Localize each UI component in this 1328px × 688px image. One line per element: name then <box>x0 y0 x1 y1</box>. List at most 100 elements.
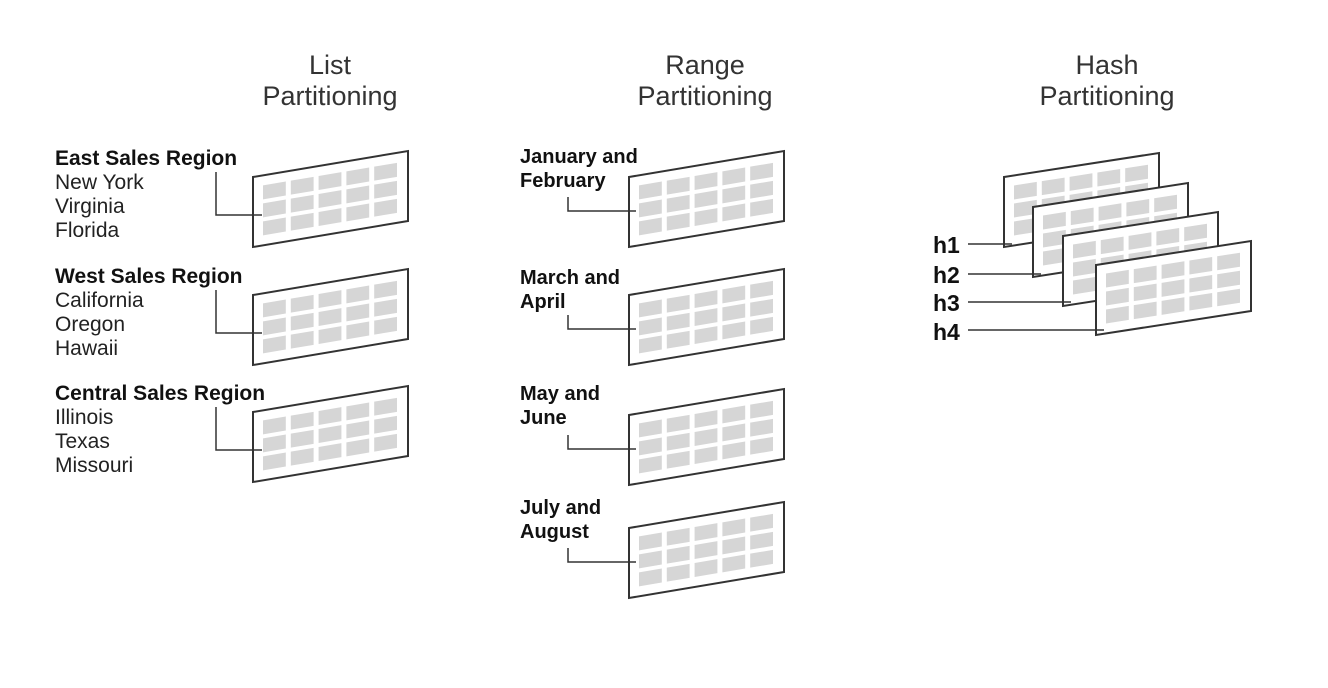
slab-cell <box>666 450 690 469</box>
range-group-may-jun: May and June <box>520 382 600 430</box>
slab-cell <box>722 203 746 222</box>
slab-cell <box>750 418 773 437</box>
list-connector <box>215 290 262 334</box>
slab-cell <box>750 400 773 419</box>
slab-cell <box>1073 240 1096 259</box>
slab-cell <box>694 172 718 190</box>
slab-cell <box>639 335 662 354</box>
slab-cell <box>1161 261 1185 279</box>
slab-cell <box>639 419 662 438</box>
slab-cell <box>666 312 690 331</box>
slab-cell <box>1189 275 1213 293</box>
list-group-heading: West Sales Region <box>55 265 243 288</box>
slab-cell <box>639 455 662 474</box>
slab-cell <box>722 285 746 304</box>
slab-cell <box>374 280 397 299</box>
slab-cell <box>1156 228 1180 246</box>
slab-cell <box>263 181 286 200</box>
slab-cell <box>1014 199 1037 218</box>
range-title-line1: Range <box>665 50 745 80</box>
slab-cell <box>694 523 718 541</box>
slab-cell <box>722 441 746 460</box>
slab-cell <box>694 326 718 344</box>
list-partitioning-title: List Partitioning <box>200 50 460 112</box>
slab-cell <box>750 298 773 317</box>
slab-cell <box>263 299 286 318</box>
list-connector <box>215 172 262 216</box>
slab-cell <box>750 513 773 532</box>
slab-cell <box>1106 269 1129 288</box>
slab-cell <box>318 290 342 308</box>
slab-cell <box>346 167 370 186</box>
list-group-item: New York <box>55 171 144 194</box>
slab-cell <box>694 208 718 226</box>
slab-cell <box>750 280 773 299</box>
slab-cell <box>1133 265 1157 284</box>
slab-cell <box>639 299 662 318</box>
slab-cell <box>1043 211 1066 230</box>
slab-cell <box>750 180 773 199</box>
slab-cell <box>318 443 342 461</box>
slab-cell <box>374 316 397 335</box>
slab-cell <box>722 167 746 186</box>
slab-cell <box>722 554 746 573</box>
range-title-line2: Partitioning <box>637 81 773 111</box>
range-label-line1: July and <box>520 497 602 519</box>
range-label-line2: August <box>520 521 589 543</box>
slab-cell <box>374 180 397 199</box>
slab-cell <box>694 446 718 464</box>
slab-cell <box>346 438 370 457</box>
slab-cell <box>666 176 690 195</box>
list-group-item: Missouri <box>55 454 134 477</box>
list-group-heading: Central Sales Region <box>55 382 266 405</box>
slab-cell <box>290 212 314 231</box>
list-group-item: Florida <box>55 219 120 242</box>
slab-cell <box>722 185 746 204</box>
slab-cell <box>1217 270 1240 289</box>
slab-cell <box>1100 236 1124 255</box>
slab-cell <box>374 397 397 416</box>
slab-cell <box>1161 279 1185 297</box>
slab-cell <box>1189 257 1213 275</box>
hash-title-line2: Partitioning <box>1039 81 1175 111</box>
slab-cell <box>346 303 370 322</box>
slab-cell <box>1184 223 1207 242</box>
slab-cell <box>346 402 370 421</box>
slab-cell <box>694 410 718 428</box>
slab-cell <box>374 415 397 434</box>
slab-cell <box>290 312 314 331</box>
slab-cell <box>1014 217 1037 236</box>
slab-cell <box>694 190 718 208</box>
slab-cell <box>263 416 286 435</box>
range-label-line2: June <box>520 407 567 429</box>
slab-cell <box>318 308 342 326</box>
slab-cell <box>666 414 690 433</box>
slab-cell <box>666 194 690 213</box>
hash-label-h4: h4 <box>933 319 960 345</box>
slab-cell <box>1133 283 1157 302</box>
slab-cell <box>1106 287 1129 306</box>
list-title-line2: Partitioning <box>262 81 398 111</box>
slab-cell <box>374 433 397 452</box>
range-connector <box>567 548 636 563</box>
slab-cell <box>1128 232 1152 250</box>
slab-cell <box>1217 252 1240 271</box>
range-connector <box>567 435 636 450</box>
slab-cell <box>290 429 314 448</box>
slab-cell <box>263 199 286 218</box>
list-group-item: Illinois <box>55 406 114 429</box>
hash-label-h1: h1 <box>933 232 960 258</box>
list-connector <box>215 407 262 451</box>
slab-cell <box>639 568 662 587</box>
slab-cell <box>666 545 690 564</box>
range-label-line2: February <box>520 170 606 192</box>
slab-cell <box>1043 247 1066 266</box>
list-group-central: Central Sales Region Illinois Texas Miss… <box>55 382 265 478</box>
slab-cell <box>639 199 662 218</box>
slab-cell <box>318 208 342 226</box>
slab-cell <box>666 432 690 451</box>
range-label-line1: March and <box>520 267 621 289</box>
list-group-item: Hawaii <box>55 337 119 360</box>
slab-cell <box>666 330 690 349</box>
slab-cell <box>639 550 662 569</box>
